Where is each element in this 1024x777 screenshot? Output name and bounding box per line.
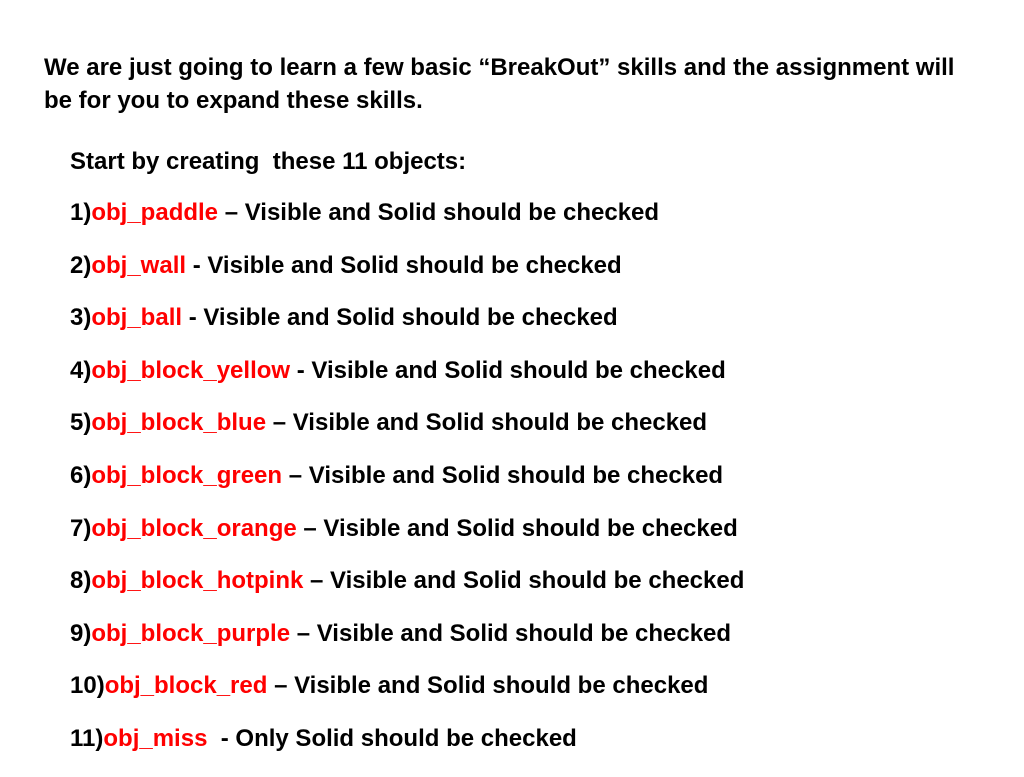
object-description: – Visible and Solid should be checked: [303, 567, 745, 595]
item-number: 11): [70, 724, 104, 752]
item-number: 4): [70, 356, 92, 384]
object-description: – Visible and Solid should be checked: [267, 672, 709, 700]
object-name: obj_paddle: [91, 199, 219, 226]
object-name: obj_block_orange: [91, 514, 297, 542]
item-number: 1): [70, 199, 92, 226]
object-item: 10)obj_block_red – Visible and Solid sho…: [70, 671, 744, 724]
object-description: – Visible and Solid should be checked: [296, 514, 738, 542]
item-number: 6): [70, 461, 92, 489]
object-name: obj_block_hotpink: [91, 567, 304, 595]
object-item: 3)obj_ball - Visible and Solid should be…: [70, 303, 744, 356]
object-list: 1)obj_paddle – Visible and Solid should …: [70, 198, 744, 777]
object-description: – Visible and Solid should be checked: [266, 409, 708, 437]
item-number: 9): [70, 619, 92, 647]
item-number: 5): [70, 409, 92, 437]
object-name: obj_block_blue: [91, 409, 267, 437]
item-number: 7): [70, 514, 92, 542]
object-item: 7)obj_block_orange – Visible and Solid s…: [70, 514, 744, 567]
item-number: 3): [70, 304, 92, 332]
object-name: obj_block_green: [91, 461, 283, 489]
object-item: 9)obj_block_purple – Visible and Solid s…: [70, 619, 744, 672]
object-item: 2)obj_wall - Visible and Solid should be…: [70, 251, 744, 304]
intro-paragraph: We are just going to learn a few basic “…: [44, 54, 955, 114]
object-name: obj_miss: [103, 724, 208, 752]
object-name: obj_block_yellow: [91, 356, 291, 384]
object-item: 8)obj_block_hotpink – Visible and Solid …: [70, 566, 744, 619]
object-description: - Visible and Solid should be checked: [182, 304, 618, 332]
object-item: 5)obj_block_blue – Visible and Solid sho…: [70, 408, 744, 461]
object-item: 1)obj_paddle – Visible and Solid should …: [70, 198, 744, 251]
list-heading: Start by creating these 11 objects:: [70, 148, 467, 175]
object-description: – Visible and Solid should be checked: [290, 619, 732, 647]
object-item: 6)obj_block_green – Visible and Solid sh…: [70, 461, 744, 514]
object-name: obj_ball: [91, 304, 183, 332]
object-name: obj_block_red: [104, 672, 268, 700]
object-description: – Visible and Solid should be checked: [218, 199, 660, 226]
object-description: - Visible and Solid should be checked: [290, 356, 726, 384]
object-item: 4)obj_block_yellow - Visible and Solid s…: [70, 356, 744, 409]
object-description: – Visible and Solid should be checked: [282, 461, 724, 489]
object-description: - Visible and Solid should be checked: [186, 251, 622, 279]
object-name: obj_block_purple: [91, 619, 291, 647]
item-number: 8): [70, 567, 92, 595]
item-number: 2): [70, 251, 92, 279]
object-item: 11)obj_miss - Only Solid should be check…: [70, 724, 744, 777]
item-number: 10): [70, 672, 105, 700]
object-name: obj_wall: [91, 251, 187, 279]
object-description: - Only Solid should be checked: [207, 724, 577, 752]
